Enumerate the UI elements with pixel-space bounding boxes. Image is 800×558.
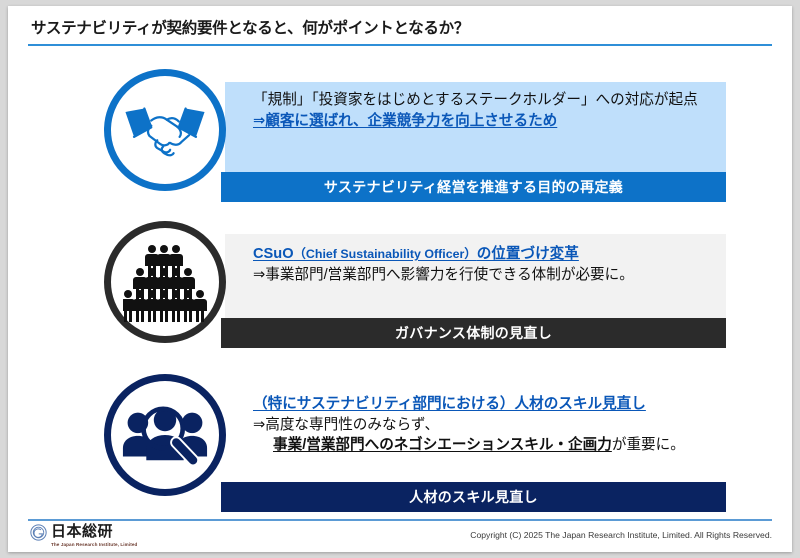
jri-logo-mark-icon: [30, 524, 47, 541]
block-2-line-2: ⇒事業部門/営業部門へ影響力を行使できる体制が必要に。: [253, 266, 634, 283]
logo-name-jp: 日本総研: [51, 523, 114, 540]
footer-divider: [28, 519, 772, 521]
block-3-panel: [225, 384, 726, 482]
block-1-line-2: ⇒顧客に選ばれ、企業競争力を向上させるため: [253, 112, 558, 129]
block-1-panel: [225, 82, 726, 172]
block-3-text: （特にサステナビリティ部門における）人材のスキル見直し ⇒高度な専門性のみならず…: [253, 394, 723, 456]
copyright-text: Copyright (C) 2025 The Japan Research In…: [470, 530, 772, 540]
block-3-line-1: （特にサステナビリティ部門における）人材のスキル見直し: [253, 396, 646, 412]
title-underline-rule: [28, 44, 772, 46]
block-3-line-2: ⇒高度な専門性のみならず、: [253, 416, 440, 433]
handshake-icon: [125, 107, 205, 157]
block-2-head-tail: の位置づけ変革: [476, 246, 579, 262]
block-2-panel: [225, 234, 726, 318]
block-3-tail: が重要に。: [611, 437, 685, 454]
block-2-line-1: CSuO（Chief Sustainability Officer）の位置づけ変…: [253, 244, 723, 265]
block-3-banner: 人材のスキル見直し: [221, 482, 726, 512]
block-1-banner: サステナビリティ経営を推進する目的の再定義: [221, 172, 726, 202]
block-3-emphasis: 事業/営業部門へのネゴシエーションスキル・企画力: [273, 437, 612, 454]
company-logo: 日本総研 The Japan Research Institute, Limit…: [30, 524, 137, 548]
logo-text-group: 日本総研 The Japan Research Institute, Limit…: [51, 524, 137, 548]
people-search-icon: [122, 406, 208, 467]
title-area: サステナビリティが契約要件となると、何がポイントとなるか？: [28, 16, 772, 50]
handshake-icon-badge: [104, 69, 226, 191]
page-title: サステナビリティが契約要件となると、何がポイントとなるか？: [31, 20, 470, 37]
block-1-text: 「規制」「投資家をはじめとするステークホルダー」への対応が起点 ⇒顧客に選ばれ、…: [253, 90, 723, 131]
block-2-text: CSuO（Chief Sustainability Officer）の位置づけ変…: [253, 244, 723, 285]
people-pyramid-icon-badge: [104, 221, 226, 343]
block-1-line-1: 「規制」「投資家をはじめとするステークホルダー」への対応が起点: [253, 92, 698, 108]
logo-name-en: The Japan Research Institute, Limited: [51, 542, 138, 547]
people-pyramid-icon: [123, 245, 207, 322]
block-2-head-acronym: CSuO: [253, 246, 294, 262]
slide-canvas: サステナビリティが契約要件となると、何がポイントとなるか？: [8, 6, 792, 552]
block-3-line-3: 事業/営業部門へのネゴシエーションスキル・企画力が重要に。: [253, 435, 723, 456]
people-search-icon-badge: [104, 374, 226, 496]
block-2-head-expansion: （Chief Sustainability Officer）: [293, 247, 477, 261]
block-2-banner: ガバナンス体制の見直し: [221, 318, 726, 348]
